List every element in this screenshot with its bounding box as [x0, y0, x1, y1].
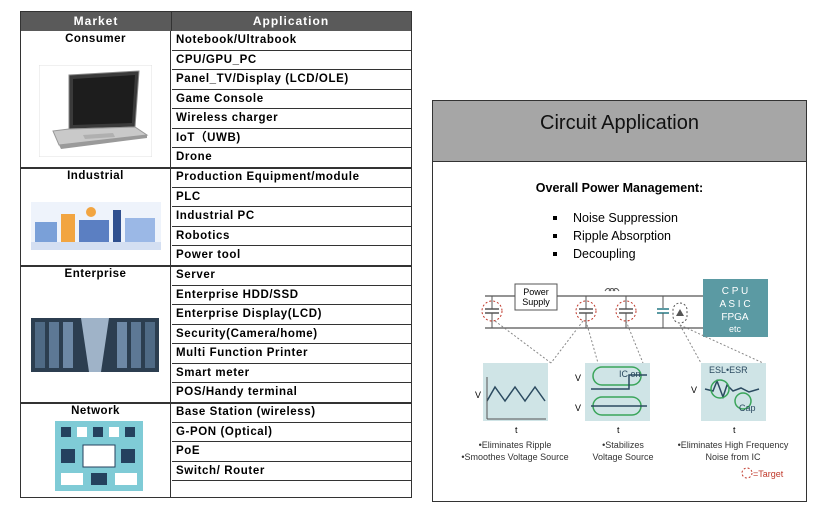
axis-label: V — [575, 373, 581, 383]
table-row: Notebook/Ultrabook — [172, 31, 412, 51]
table-row: CPU/GPU_PC — [172, 51, 412, 70]
stabilize-waveform-panel: IC on V V t — [575, 363, 650, 435]
chip-label: C P U — [722, 286, 749, 297]
datacenter-image — [31, 318, 159, 372]
axis-label: t — [733, 425, 736, 435]
circuit-diagram: Power Supply — [461, 279, 789, 479]
table-row: Enterprise HDD/SSD — [172, 286, 412, 305]
market-name: Network — [71, 405, 120, 417]
group-divider — [21, 265, 412, 267]
noise-waveform-panel: ESL•ESR Cap V t — [691, 363, 766, 435]
ic-on-label: IC on — [619, 369, 641, 379]
market-cell-consumer: Consumer — [21, 31, 171, 168]
axis-label: V — [575, 403, 581, 413]
circuit-application-panel: Circuit Application Overall Power Manage… — [432, 100, 807, 502]
caption: Voltage Source — [592, 452, 653, 462]
list-item: Noise Suppression — [553, 209, 678, 227]
market-name: Enterprise — [64, 268, 127, 280]
power-supply-box — [514, 283, 558, 311]
bullet-square-icon — [553, 234, 557, 238]
laptop-image — [39, 65, 152, 157]
table-row: PLC — [172, 188, 412, 207]
capacitor-4 — [657, 296, 688, 328]
table-row: G-PON (Optical) — [172, 423, 412, 442]
axis-label: t — [617, 425, 620, 435]
target-legend-icon — [741, 467, 753, 479]
list-item: Ripple Absorption — [553, 227, 678, 245]
caption: •Smoothes Voltage Source — [461, 452, 568, 462]
table-row: Power tool — [172, 246, 412, 266]
cap-label: Cap — [739, 403, 756, 413]
caption: •Eliminates High Frequency — [678, 440, 789, 450]
table-row: Industrial PC — [172, 207, 412, 227]
industrial-image — [31, 202, 161, 250]
chip-label: FPGA — [721, 312, 749, 323]
caption: •Eliminates Ripple — [479, 440, 552, 450]
table-row: PoE — [172, 442, 412, 462]
market-cell-industrial: Industrial — [21, 168, 171, 266]
table-row: Drone — [172, 148, 412, 168]
axis-label: t — [515, 425, 518, 435]
network-image — [55, 421, 143, 491]
table-row: Multi Function Printer — [172, 344, 412, 364]
target-label: =Target — [753, 469, 784, 479]
header-application: Application — [252, 14, 330, 28]
table-row: Panel_TV/Display (LCD/OLE) — [172, 70, 412, 90]
table-row: Wireless charger — [172, 109, 412, 129]
power-management-heading: Overall Power Management: — [535, 181, 704, 195]
table-row: Security(Camera/home) — [172, 325, 412, 344]
break-mark-icon — [604, 288, 620, 292]
caption: •Stabilizes — [602, 440, 644, 450]
power-supply-label: Supply — [522, 297, 550, 307]
bullet-square-icon — [553, 252, 557, 256]
cpu-chip — [703, 279, 768, 337]
chip-label: A S I C — [719, 299, 750, 310]
table-header: Market Application — [21, 12, 411, 31]
capacitor-3 — [615, 296, 637, 328]
table-row: Switch/ Router — [172, 462, 412, 481]
table-row: IoT（UWB) — [172, 129, 412, 148]
table-row: Server — [172, 266, 412, 286]
market-application-table: Market Application Consumer Industrial — [20, 11, 412, 498]
table-row: POS/Handy terminal — [172, 383, 412, 403]
axis-label: V — [475, 390, 481, 400]
list-item: Decoupling — [553, 245, 678, 263]
group-divider — [21, 402, 412, 404]
capacitor-2 — [575, 296, 597, 328]
capacitor-1 — [481, 296, 503, 328]
market-cell-network: Network — [21, 403, 171, 497]
market-name: Consumer — [65, 33, 126, 45]
table-row: Base Station (wireless) — [172, 403, 412, 423]
bullet-square-icon — [553, 216, 557, 220]
table-row: Smart meter — [172, 364, 412, 383]
market-name: Industrial — [67, 170, 124, 182]
header-market: Market — [21, 12, 172, 31]
esl-esr-label: ESL•ESR — [709, 365, 748, 375]
table-row: Robotics — [172, 227, 412, 246]
caption: Noise from IC — [705, 452, 761, 462]
panel-title: Circuit Application — [433, 101, 806, 162]
group-divider — [21, 167, 412, 169]
feature-list: Noise Suppression Ripple Absorption Deco… — [553, 209, 678, 263]
table-row — [172, 481, 412, 497]
table-row: Game Console — [172, 90, 412, 109]
axis-label: V — [691, 385, 697, 395]
market-cell-enterprise: Enterprise — [21, 266, 171, 403]
table-row: Enterprise Display(LCD) — [172, 305, 412, 325]
table-row: Production Equipment/module — [172, 168, 412, 188]
power-supply-label: Power — [523, 287, 549, 297]
chip-label: etc — [729, 324, 742, 334]
ripple-waveform-panel: V t — [475, 363, 548, 435]
